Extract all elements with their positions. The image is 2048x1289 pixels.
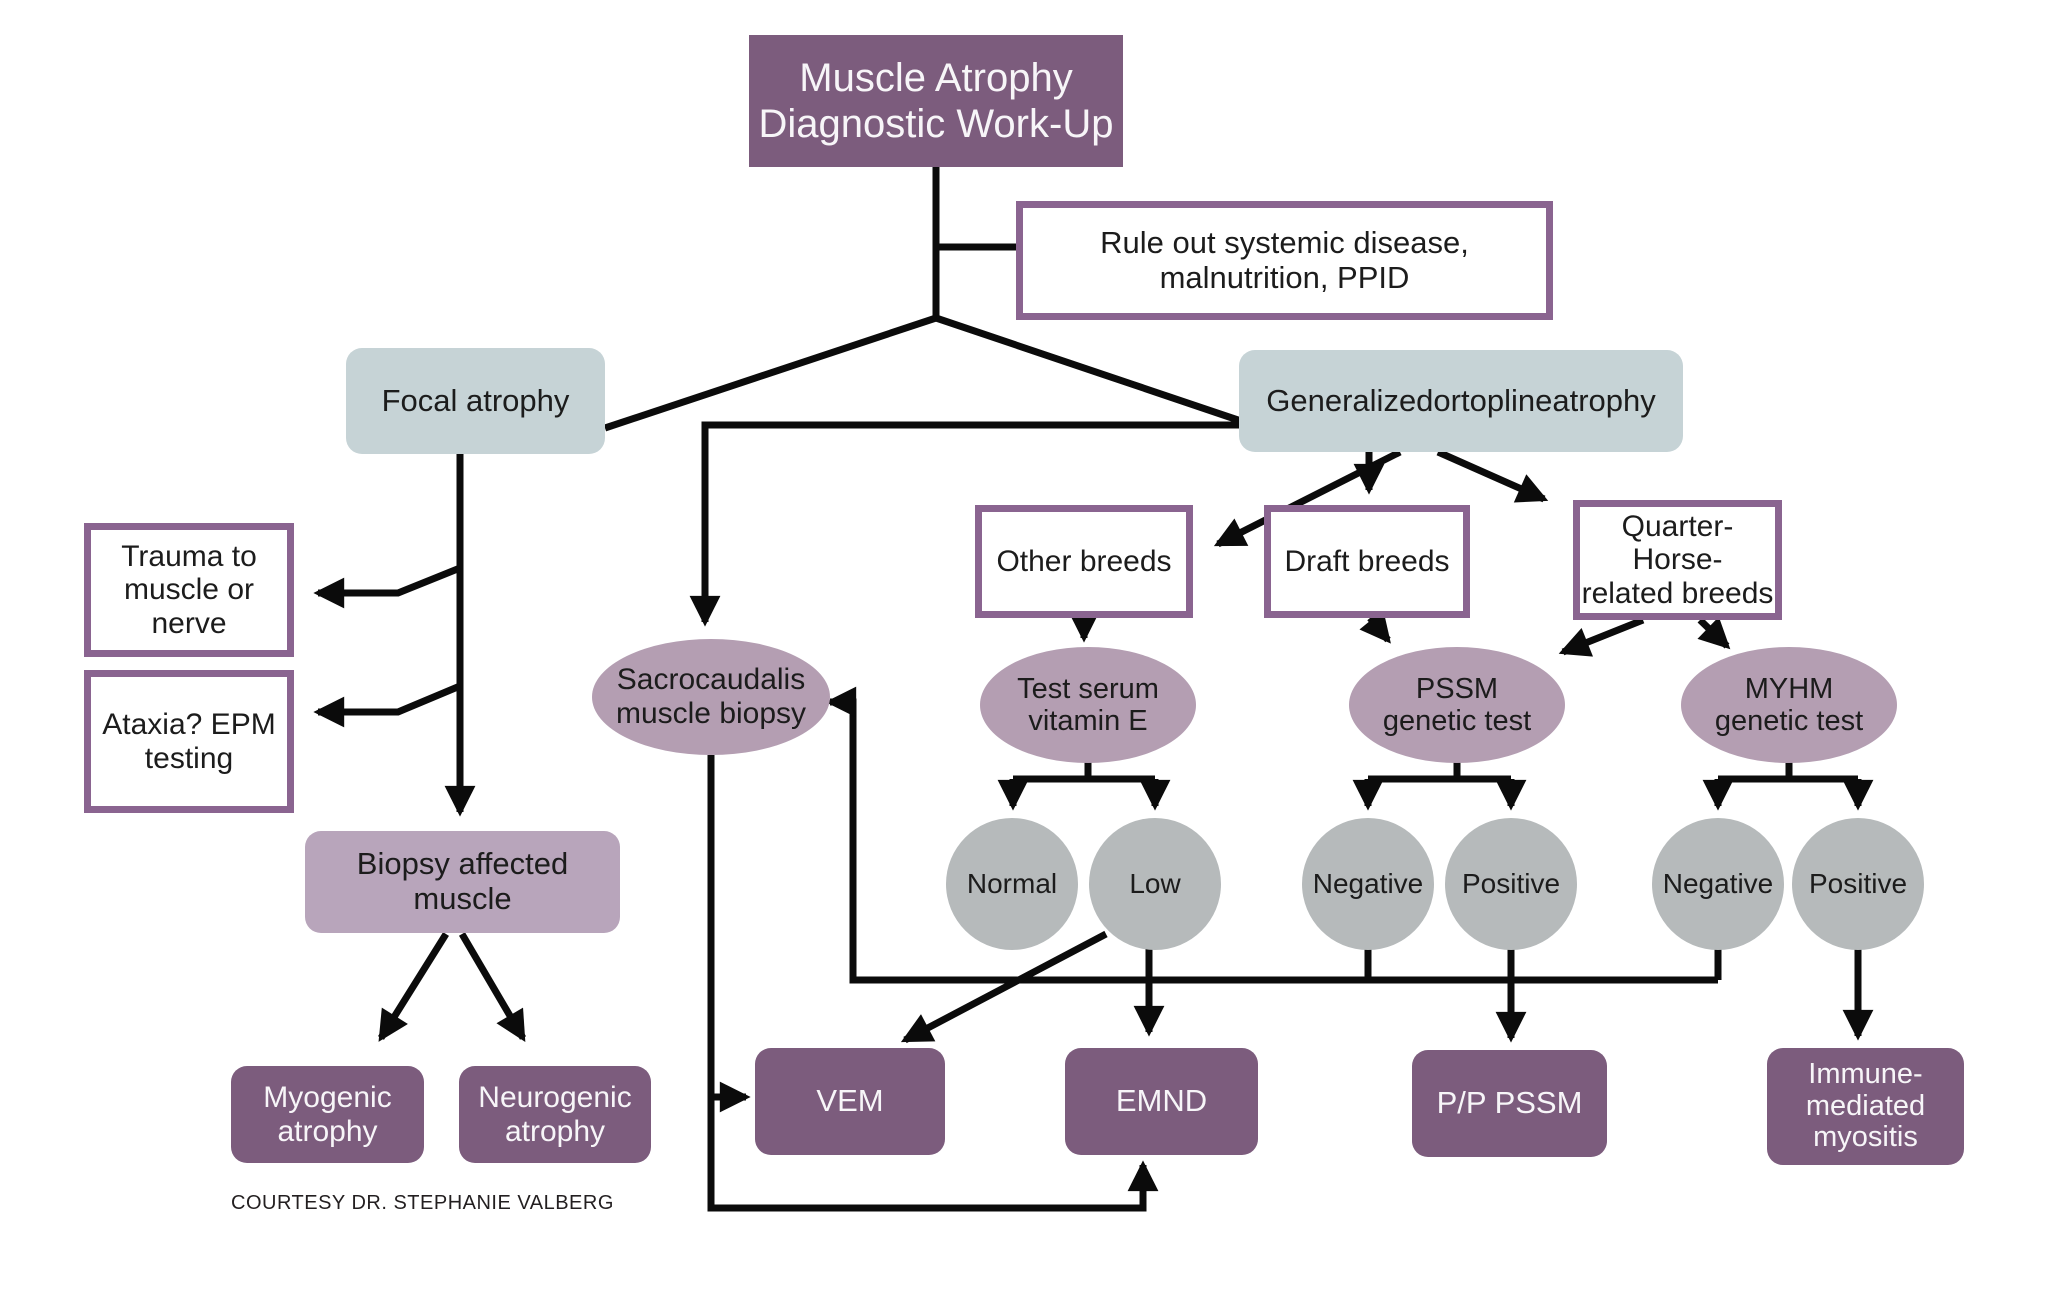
edge-title-focal <box>603 314 938 432</box>
edge-vitaminE-split <box>1013 761 1155 783</box>
pssm-negative-circle: Negative <box>1302 818 1434 950</box>
vem-box: VEM <box>755 1048 945 1155</box>
edge-draft-pssm <box>1359 609 1391 644</box>
pssm-positive-circle: Positive <box>1445 818 1577 950</box>
myhm-negative-circle: Negative <box>1652 818 1784 950</box>
edge-focal-ataxia <box>313 682 462 728</box>
ataxia-epm-box: Ataxia? EPM testing <box>84 670 294 813</box>
title-box: Muscle Atrophy Diagnostic Work-Up <box>749 35 1123 167</box>
edge-title-generalized <box>934 314 1243 425</box>
myhm-genetic-test-ellipse: MYHM genetic test <box>1681 647 1897 763</box>
rule-out-box: Rule out systemic disease, malnutrition,… <box>1016 201 1553 320</box>
edge-generalized-qh <box>1436 448 1549 503</box>
result-normal-circle: Normal <box>946 818 1078 950</box>
edge-sacrocaudalis-emnd <box>707 755 1159 1212</box>
edge-pssm-split <box>1368 761 1511 783</box>
trauma-box: Trauma to muscle or nerve <box>84 523 294 657</box>
vitamin-e-test-ellipse: Test serum vitamin E <box>980 647 1196 763</box>
edge-generalized-sacrocaudalis <box>689 421 1241 627</box>
pp-pssm-box: P/P PSSM <box>1412 1050 1607 1157</box>
immune-mediated-myositis-box: Immune- mediated myositis <box>1767 1048 1964 1165</box>
focal-atrophy-box: Focal atrophy <box>346 348 605 454</box>
edge-qh-myhm <box>1697 616 1731 650</box>
draft-breeds-box: Draft breeds <box>1264 505 1470 618</box>
neurogenic-atrophy-box: Neurogenic atrophy <box>459 1066 651 1163</box>
other-breeds-box: Other breeds <box>975 505 1193 618</box>
sacrocaudalis-biopsy-ellipse: Sacrocaudalis muscle biopsy <box>592 639 830 755</box>
edge-biopsy-myogenic <box>378 932 449 1042</box>
emnd-box: EMND <box>1065 1048 1258 1155</box>
quarter-horse-breeds-box: Quarter-Horse- related breeds <box>1573 500 1782 620</box>
generalized-atrophy-box: Generalizedortoplineatrophy <box>1239 350 1683 452</box>
result-low-circle: Low <box>1089 818 1221 950</box>
myhm-positive-circle: Positive <box>1792 818 1924 950</box>
edge-focal-trauma <box>313 564 462 609</box>
edge-qh-pssm <box>1558 616 1645 657</box>
biopsy-affected-muscle-box: Biopsy affected muscle <box>305 831 620 933</box>
myogenic-atrophy-box: Myogenic atrophy <box>231 1066 424 1163</box>
pssm-genetic-test-ellipse: PSSM genetic test <box>1349 647 1565 763</box>
edge-feedback-sacrocaudalis <box>825 686 1718 984</box>
edge-low-vem <box>900 930 1108 1044</box>
courtesy-credit: COURTESY DR. STEPHANIE VALBERG <box>231 1192 614 1214</box>
edge-biopsy-neurogenic <box>458 932 527 1042</box>
edge-myhm-split <box>1718 761 1858 783</box>
